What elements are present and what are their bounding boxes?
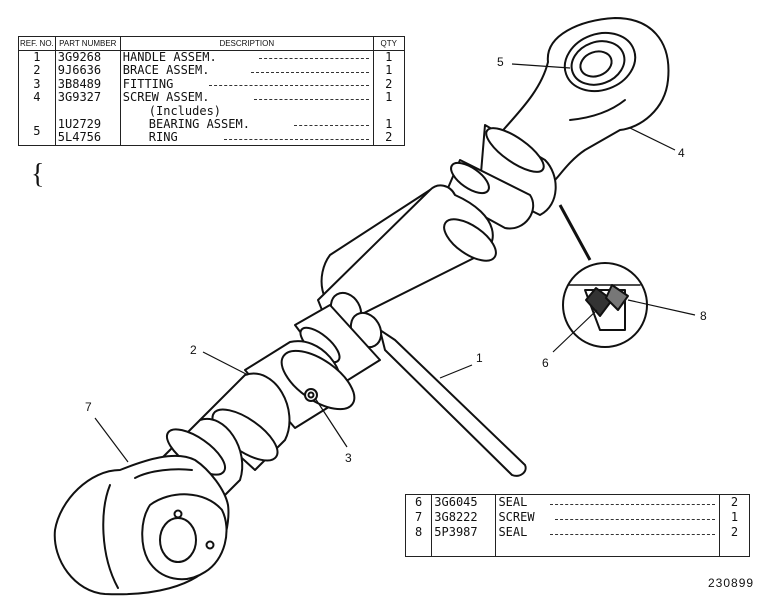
row-description-text: BEARING ASSEM. bbox=[148, 117, 250, 132]
table-row: 3 3B8489 FITTING 2 bbox=[18, 76, 405, 92]
header-description: DESCRIPTION bbox=[119, 36, 374, 51]
row-description-text: RING bbox=[148, 130, 178, 145]
row-ref: 6 bbox=[404, 494, 433, 510]
leader-7 bbox=[94, 417, 129, 463]
row-part-number: 5L4756 bbox=[54, 131, 121, 146]
spacer-cell bbox=[495, 540, 720, 557]
table-row: 5L4756 RING 2 bbox=[19, 130, 405, 146]
row-description-text: SCREW ASSEM. bbox=[122, 90, 210, 105]
row-description-text: BRACE ASSEM. bbox=[122, 63, 210, 78]
table-spacer-row bbox=[404, 540, 751, 557]
row-qty: 2 bbox=[718, 525, 751, 540]
row-part-number: 9J6636 bbox=[54, 63, 121, 78]
row-description: SEAL bbox=[495, 525, 720, 540]
screw-assembly-part-4 bbox=[444, 17, 670, 230]
table-row: 7 3G8222 SCREW 1 bbox=[404, 510, 751, 525]
row-ref: 2 bbox=[18, 63, 56, 78]
row-qty bbox=[372, 104, 405, 119]
row-description-text: SEAL bbox=[498, 495, 528, 509]
row-part-number: 3G9327 bbox=[54, 90, 121, 105]
table-row: 4 3G9327 SCREW ASSEM. 1 bbox=[18, 90, 405, 105]
parts-list-table: REF. NO. PART NUMBER DESCRIPTION QTY 1 3… bbox=[18, 36, 405, 146]
row-part-number: 3G9268 bbox=[54, 50, 121, 65]
row-part-number: 3G8222 bbox=[431, 510, 497, 525]
row-description-text: HANDLE ASSEM. bbox=[122, 50, 217, 64]
row-description: HANDLE ASSEM. bbox=[119, 50, 374, 65]
table-row: 5 1U2729 BEARING ASSEM. 1 bbox=[18, 117, 405, 146]
row-part-number: 5P3987 bbox=[431, 525, 497, 540]
row-description: FITTING bbox=[119, 76, 374, 92]
row-description: SCREW ASSEM. bbox=[119, 90, 374, 105]
row-qty: 1 bbox=[718, 510, 751, 525]
callout-2: 2 bbox=[190, 343, 197, 357]
table-row: 2 9J6636 BRACE ASSEM. 1 bbox=[18, 63, 405, 78]
row-qty: 1 bbox=[372, 50, 405, 65]
row-ref: 3 bbox=[18, 77, 56, 92]
row-part-number bbox=[54, 104, 121, 119]
row-ref: 5 bbox=[18, 118, 56, 146]
leader-8 bbox=[627, 299, 696, 316]
row-description: SCREW bbox=[495, 510, 720, 525]
header-part-number: PART NUMBER bbox=[54, 36, 121, 51]
spacer-cell bbox=[404, 540, 433, 557]
row-qty: 2 bbox=[372, 77, 405, 92]
row-description-text: FITTING bbox=[122, 76, 174, 91]
row-part-number: 1U2729 bbox=[54, 117, 121, 132]
row-qty: 2 bbox=[718, 494, 751, 510]
row-ref bbox=[18, 104, 56, 119]
row-description-text: SEAL bbox=[498, 525, 528, 539]
row-ref: 8 bbox=[404, 525, 433, 540]
leader-4 bbox=[629, 127, 676, 151]
table-row: 1 3G9268 HANDLE ASSEM. 1 bbox=[18, 50, 405, 65]
callout-6: 6 bbox=[542, 356, 549, 370]
group-brace: { bbox=[31, 159, 45, 190]
rod-end-part-7 bbox=[53, 454, 230, 596]
callout-3: 3 bbox=[345, 451, 352, 465]
leader-6 bbox=[552, 309, 598, 353]
callout-1: 1 bbox=[476, 351, 483, 365]
row-qty: 1 bbox=[372, 63, 405, 78]
table-row: 6 3G6045 SEAL 2 bbox=[404, 494, 751, 510]
row-qty: 2 bbox=[372, 131, 405, 146]
callout-8: 8 bbox=[700, 309, 707, 323]
parts-list-table-2: 6 3G6045 SEAL 2 7 3G8222 SCREW 1 8 5P398… bbox=[404, 494, 751, 557]
handle-assembly-part-1 bbox=[294, 184, 527, 477]
table-header-row: REF. NO. PART NUMBER DESCRIPTION QTY bbox=[18, 36, 405, 51]
row-part-number: 3G6045 bbox=[431, 494, 497, 510]
callout-7: 7 bbox=[85, 400, 92, 414]
callout-4: 4 bbox=[678, 146, 685, 160]
leader-5 bbox=[511, 63, 571, 69]
callout-5: 5 bbox=[497, 55, 504, 69]
row-qty: 1 bbox=[372, 90, 405, 105]
row-description: RING bbox=[119, 130, 374, 146]
leader-1 bbox=[439, 364, 473, 379]
figure-number: 230899 bbox=[708, 576, 755, 590]
seal-detail-inset bbox=[562, 262, 648, 348]
row-ref: 1 bbox=[18, 50, 56, 65]
row-description-text: SCREW bbox=[498, 510, 535, 524]
header-qty: QTY bbox=[372, 36, 405, 51]
row-description: (Includes) bbox=[119, 104, 374, 119]
brace-assembly-part-2 bbox=[159, 340, 356, 501]
leader-2 bbox=[202, 351, 249, 376]
table-row: (Includes) bbox=[18, 104, 405, 119]
row-ref: 7 bbox=[404, 510, 433, 525]
spacer-cell bbox=[431, 540, 497, 557]
header-ref-no: REF. NO. bbox=[18, 36, 56, 51]
row-description: SEAL bbox=[495, 494, 720, 510]
leader-3 bbox=[314, 397, 348, 448]
row-qty: 1 bbox=[372, 117, 405, 132]
spacer-cell bbox=[718, 540, 751, 557]
row-description: BRACE ASSEM. bbox=[119, 63, 374, 78]
row-description: BEARING ASSEM. bbox=[119, 117, 374, 132]
row-part-number: 3B8489 bbox=[54, 77, 121, 92]
row-ref: 4 bbox=[18, 90, 56, 105]
table-row: 8 5P3987 SEAL 2 bbox=[404, 525, 751, 540]
